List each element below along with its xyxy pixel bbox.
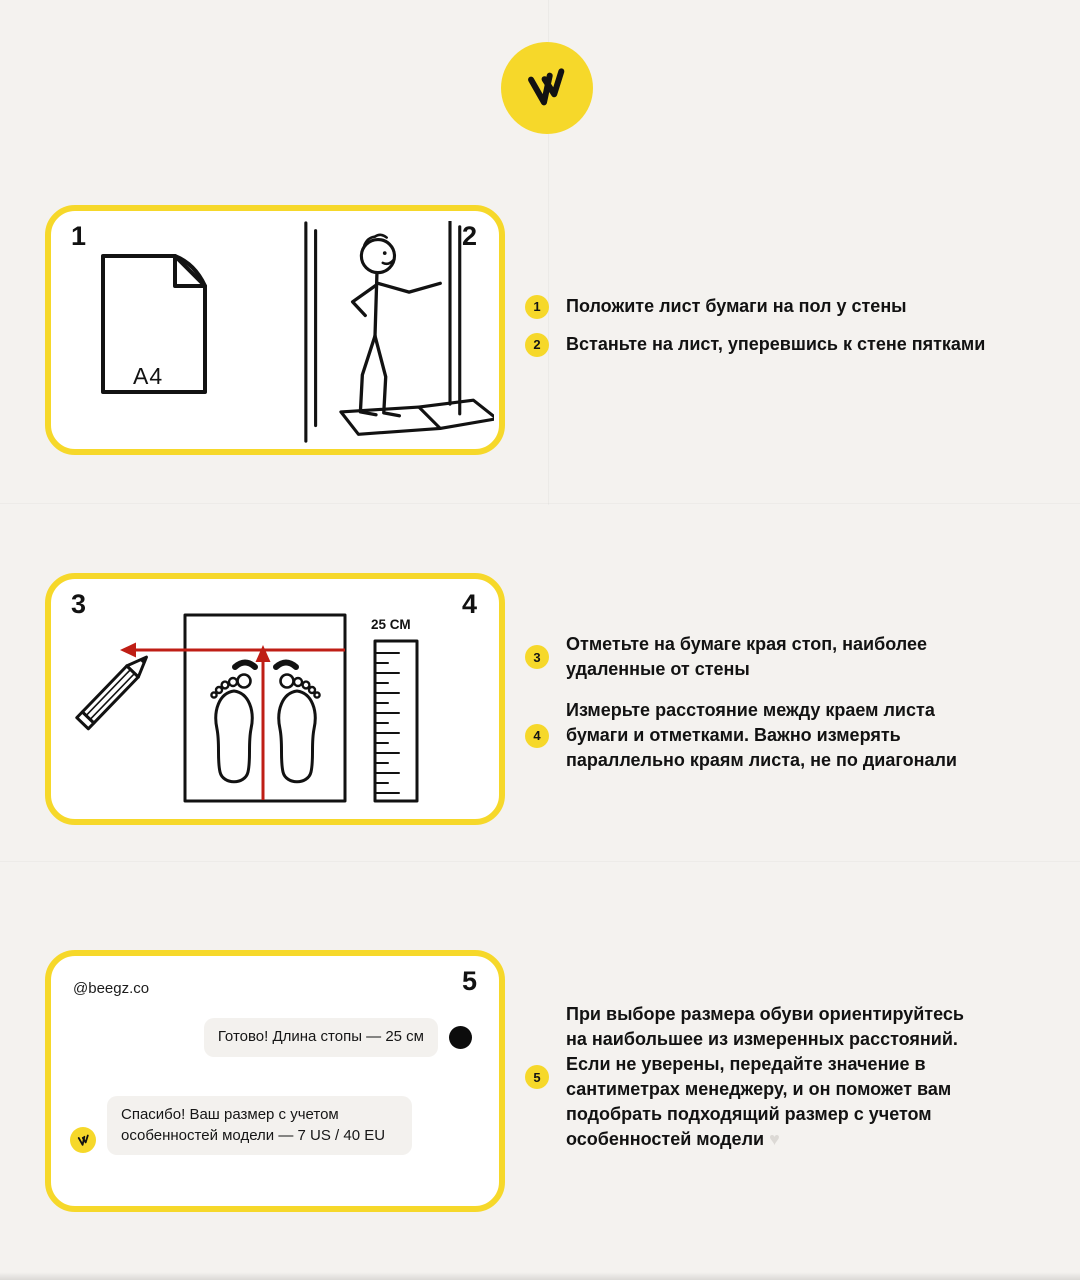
step-4-text: Измерьте расстояние между краем листа бу… [566, 700, 957, 771]
step-2-badge: 2 [525, 332, 549, 357]
red-measure-lines [120, 642, 345, 800]
step-5-badge: 5 [525, 1065, 549, 1090]
step-4-badge: 4 [525, 723, 549, 748]
foot-measure-illustration [51, 579, 499, 819]
measuring-paper [183, 613, 347, 803]
message-bubble-out: Готово! Длина стопы — 25 см [203, 1018, 438, 1057]
left-footprint [210, 659, 258, 784]
step-1-text: Положите лист бумаги на пол у стены [566, 296, 907, 316]
beegz-logo-icon [75, 1132, 91, 1148]
step-2-text: Встаньте на лист, уперевшись к стене пят… [566, 334, 986, 354]
beegz-logo-icon [520, 61, 575, 116]
paper-crease [0, 861, 1080, 863]
account-handle: @beegz.co [73, 980, 150, 997]
heart-icon: ♥ [769, 1129, 780, 1150]
instruction-step-3: 3 Отметьте на бумаге края стоп, наиболее… [525, 632, 966, 682]
card-step-1-2: 1 2 A4 [45, 205, 505, 455]
step-3-badge: 3 [525, 645, 549, 670]
instruction-step-5: 5 При выборе размера обуви ориентируйтес… [525, 1002, 981, 1152]
chat-message-incoming: Спасибо! Ваш размер с учетом особенносте… [70, 1096, 412, 1156]
pencil-icon [75, 655, 148, 731]
card1-number-left: 1 [71, 221, 87, 251]
brand-logo-badge [501, 42, 593, 134]
paper-crease [0, 503, 1080, 505]
step-3-text: Отметьте на бумаге края стоп, наиболее у… [566, 634, 927, 680]
step-1-badge: 1 [525, 294, 549, 319]
instruction-step-4: 4 Измерьте расстояние между краем листа … [525, 698, 996, 773]
card1-number-right: 2 [461, 221, 477, 251]
a4-paper-label: A4 [133, 363, 164, 389]
step-5-text-body: При выборе размера обуви ориентируйтесь … [566, 1004, 964, 1150]
instruction-step-1: 1 Положите лист бумаги на пол у стены [525, 294, 1036, 319]
step-5-text: При выборе размера обуви ориентируйтесь … [566, 1002, 981, 1152]
right-footprint [273, 659, 321, 784]
card-step-5-chat: @beegz.co 5 Готово! Длина стопы — 25 см … [45, 950, 505, 1212]
paper-edge-shadow [0, 1272, 1080, 1280]
ruler-illustration [373, 639, 419, 803]
card-step-3-4: 3 4 [45, 573, 505, 825]
instruction-step-2: 2 Встаньте на лист, уперевшись к стене п… [525, 332, 1046, 357]
card2-number-left: 3 [71, 589, 87, 619]
chat-message-outgoing: Готово! Длина стопы — 25 см [203, 1018, 472, 1057]
brand-avatar [70, 1127, 96, 1154]
ruler-measure-label: 25 СМ [371, 617, 411, 632]
message-bubble-in: Спасибо! Ваш размер с учетом особенносте… [107, 1096, 412, 1156]
person-doorway-illustration [294, 221, 494, 445]
card2-number-right: 4 [461, 589, 477, 619]
customer-avatar [449, 1025, 472, 1049]
card3-number-right: 5 [461, 966, 477, 996]
a4-sheet-illustration [95, 251, 217, 397]
